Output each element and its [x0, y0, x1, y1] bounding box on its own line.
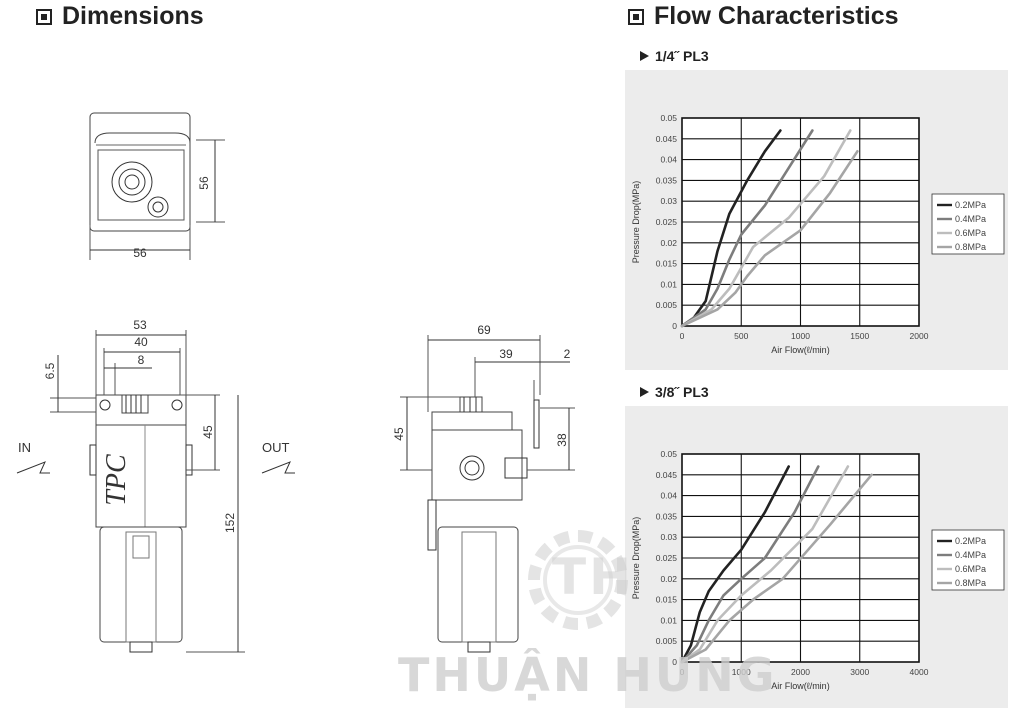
flow-heading: Flow Characteristics [628, 2, 899, 31]
top-view [89, 112, 225, 260]
dim-152-label: 152 [223, 513, 237, 533]
chart2: 0 0.005 0.01 0.015 0.02 0.025 0.03 0.035 0.04 0.0… [631, 449, 1005, 691]
flow-title: Flow Characteristics [654, 2, 899, 30]
chart1-xtick-label: 1500 [850, 331, 869, 341]
dim-8-label: 8 [138, 353, 145, 367]
chart1-ytick-label: 0.015 [656, 259, 678, 269]
chart2-heading: 3/8˝ PL3 [640, 384, 709, 400]
chart2-legend-label-1: 0.4MPa [955, 550, 986, 560]
chart1-x-axis-label: Air Flow(ℓ/min) [771, 345, 829, 355]
side-view [427, 396, 540, 653]
chart1-legend-label-2: 0.6MPa [955, 228, 986, 238]
chart2-ytick-label: 0.04 [660, 491, 677, 501]
dim-69-label: 69 [477, 323, 491, 337]
chart1-ytick-label: 0.01 [660, 279, 677, 289]
chart2-xtick-label: 4000 [910, 667, 929, 677]
chart2-xtick-label: 2000 [791, 667, 810, 677]
chart1-ytick-label: 0.005 [656, 300, 678, 310]
side-dim-lines [400, 335, 575, 471]
chart2-ytick-label: 0.005 [656, 636, 678, 646]
square-bullet-icon [36, 8, 52, 25]
chart1-series-line-3 [680, 150, 859, 328]
chart2-xtick-label: 1000 [732, 667, 751, 677]
chart1-series-line-1 [680, 129, 814, 328]
square-bullet-icon [628, 8, 644, 25]
dim-2-label: 2 [564, 347, 571, 361]
chart1-ytick-label: 0.05 [660, 113, 677, 123]
chart1: 0 0.005 0.01 0.015 0.02 0.025 0.03 0.035 0.04 0.0… [631, 113, 1005, 355]
dim-38-label: 38 [555, 433, 569, 447]
brand-watermark: THUẬN HUNG [398, 648, 778, 702]
chart2-x-axis-label: Air Flow(ℓ/min) [771, 681, 829, 691]
chart2-series-line-3 [680, 473, 873, 664]
chart1-heading: 1/4˝ PL3 [640, 48, 709, 64]
chart2-ytick-label: 0 [672, 657, 677, 667]
chart2-y-axis-label: Pressure Drop(MPa) [631, 517, 641, 600]
triangle-bullet-icon [640, 51, 649, 61]
chart2-xtick-label: 0 [680, 667, 685, 677]
dim-53-label: 53 [133, 318, 147, 332]
chart2-series-line-0 [680, 465, 790, 664]
front-dim-lines [16, 330, 295, 653]
brand-gear-logo [528, 530, 628, 630]
chart1-ytick-label: 0.04 [660, 155, 677, 165]
chart1-xtick-label: 2000 [910, 331, 929, 341]
chart2-ytick-label: 0.01 [660, 615, 677, 625]
chart2-legend-label-3: 0.8MPa [955, 578, 986, 588]
out-label: OUT [262, 440, 290, 455]
chart1-ytick-label: 0.035 [656, 175, 678, 185]
dimensions-heading: Dimensions [36, 2, 204, 31]
chart1-legend-label-3: 0.8MPa [955, 242, 986, 252]
chart2-ytick-label: 0.015 [656, 595, 678, 605]
chart1-ytick-label: 0.045 [656, 134, 678, 144]
chart2-series-line-2 [680, 465, 850, 664]
dim-40-label: 40 [134, 335, 148, 349]
chart1-series-line-2 [680, 129, 852, 328]
chart1-xtick-label: 0 [680, 331, 685, 341]
top-height-label: 56 [197, 176, 211, 190]
chart2-ytick-label: 0.02 [660, 574, 677, 584]
chart1-ytick-label: 0 [672, 321, 677, 331]
side-dim-45-label: 45 [392, 427, 406, 441]
chart2-legend-label-2: 0.6MPa [955, 564, 986, 574]
chart1-title: 1/4˝ PL3 [655, 48, 709, 64]
chart2-ytick-label: 0.045 [656, 470, 678, 480]
dimension-drawing: 56 56 TPC 53 40 8 6.5 45 152 IN [16, 112, 575, 653]
dim-45-label: 45 [201, 425, 215, 439]
chart2-ytick-label: 0.035 [656, 511, 678, 521]
chart1-series-line-0 [680, 129, 782, 328]
top-width-label: 56 [133, 246, 147, 260]
body-logo-text: TPC [101, 454, 132, 506]
chart1-xtick-label: 1000 [791, 331, 810, 341]
dimensions-title: Dimensions [62, 2, 204, 30]
chart2-ytick-label: 0.025 [656, 553, 678, 563]
chart1-ytick-label: 0.02 [660, 238, 677, 248]
chart1-ytick-label: 0.03 [660, 196, 677, 206]
chart2-ytick-label: 0.03 [660, 532, 677, 542]
chart2-ytick-label: 0.05 [660, 449, 677, 459]
in-label: IN [18, 440, 31, 455]
chart1-legend-label-1: 0.4MPa [955, 214, 986, 224]
dim-6-5-label: 6.5 [43, 362, 57, 379]
chart1-xtick-label: 500 [734, 331, 748, 341]
chart2-legend-label-0: 0.2MPa [955, 536, 986, 546]
chart2-series-line-1 [680, 465, 820, 664]
front-view [89, 394, 193, 653]
dim-39-label: 39 [499, 347, 513, 361]
brand-logo-letters: TH [552, 548, 634, 606]
chart1-legend-label-0: 0.2MPa [955, 200, 986, 210]
chart1-ytick-label: 0.025 [656, 217, 678, 227]
chart2-xtick-label: 3000 [850, 667, 869, 677]
chart1-y-axis-label: Pressure Drop(MPa) [631, 181, 641, 264]
triangle-bullet-icon [640, 387, 649, 397]
chart2-title: 3/8˝ PL3 [655, 384, 709, 400]
